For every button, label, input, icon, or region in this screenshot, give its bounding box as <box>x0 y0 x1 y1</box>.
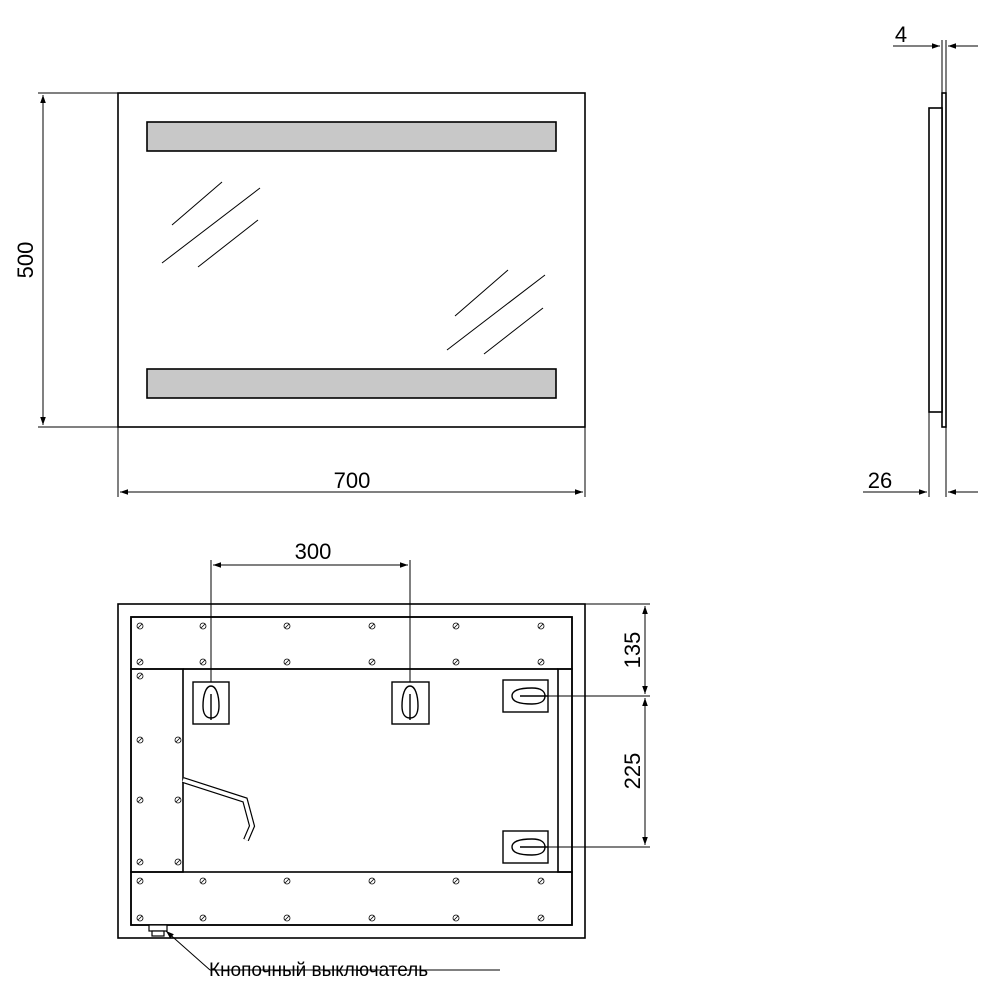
screw-slot <box>284 659 290 665</box>
back-view-dimensions <box>165 560 650 971</box>
front-view <box>117 92 586 428</box>
screws <box>136 622 545 922</box>
glass-reflection-lines <box>161 181 546 355</box>
side-frame <box>928 107 943 413</box>
hook-left <box>192 681 230 725</box>
side-view <box>928 92 947 428</box>
bracket-upper <box>502 679 549 713</box>
mounting-hooks <box>192 679 549 864</box>
screw-slot <box>137 859 143 865</box>
right-panel <box>557 668 573 873</box>
screw-slot <box>538 659 544 665</box>
switch-annotation: Кнопочный выключатель <box>209 960 428 981</box>
screw-slot <box>137 737 143 743</box>
screw-slot <box>137 623 143 629</box>
screw-slot <box>200 659 206 665</box>
screw-slot <box>200 878 206 884</box>
screw-slot <box>453 623 459 629</box>
screw-slot <box>369 623 375 629</box>
height-dimension-label: 500 <box>13 242 38 279</box>
screw-slot <box>538 878 544 884</box>
bottom-light-strip <box>146 368 557 399</box>
left-panel <box>130 668 184 873</box>
screw-slot <box>284 623 290 629</box>
front-view-dimensions <box>38 92 586 497</box>
screw-slot <box>369 878 375 884</box>
screw-slot <box>137 915 143 921</box>
screw-slot <box>175 737 181 743</box>
screw-slot <box>284 915 290 921</box>
screw-slot <box>137 878 143 884</box>
bottom-rail <box>130 871 573 926</box>
screw-slot <box>453 878 459 884</box>
screw-slot <box>175 797 181 803</box>
width-dimension-label: 700 <box>334 468 371 493</box>
depth-label: 26 <box>868 468 892 493</box>
bracket-spacing-label: 225 <box>620 753 645 790</box>
screw-slot <box>369 659 375 665</box>
hook-spacing-label: 300 <box>295 539 332 564</box>
back-view <box>117 603 586 939</box>
top-to-bracket-label: 135 <box>620 632 645 669</box>
screw-slot <box>137 659 143 665</box>
hook-middle <box>391 681 430 725</box>
screw-slot <box>538 623 544 629</box>
screw-slot <box>453 915 459 921</box>
screw-slot <box>453 659 459 665</box>
screw-slot <box>538 915 544 921</box>
screw-slot <box>200 915 206 921</box>
side-view-dimensions <box>863 40 978 497</box>
push-button-switch <box>148 924 168 937</box>
screw-slot <box>137 673 143 679</box>
bracket-lower <box>502 830 549 864</box>
screw-slot <box>137 797 143 803</box>
back-outline <box>117 603 586 939</box>
screw-slot <box>284 878 290 884</box>
screw-slot <box>175 859 181 865</box>
screw-slot <box>200 623 206 629</box>
top-light-strip <box>146 121 557 152</box>
power-cable <box>182 777 256 842</box>
screw-slot <box>369 915 375 921</box>
glass-thickness-label: 4 <box>895 22 907 47</box>
